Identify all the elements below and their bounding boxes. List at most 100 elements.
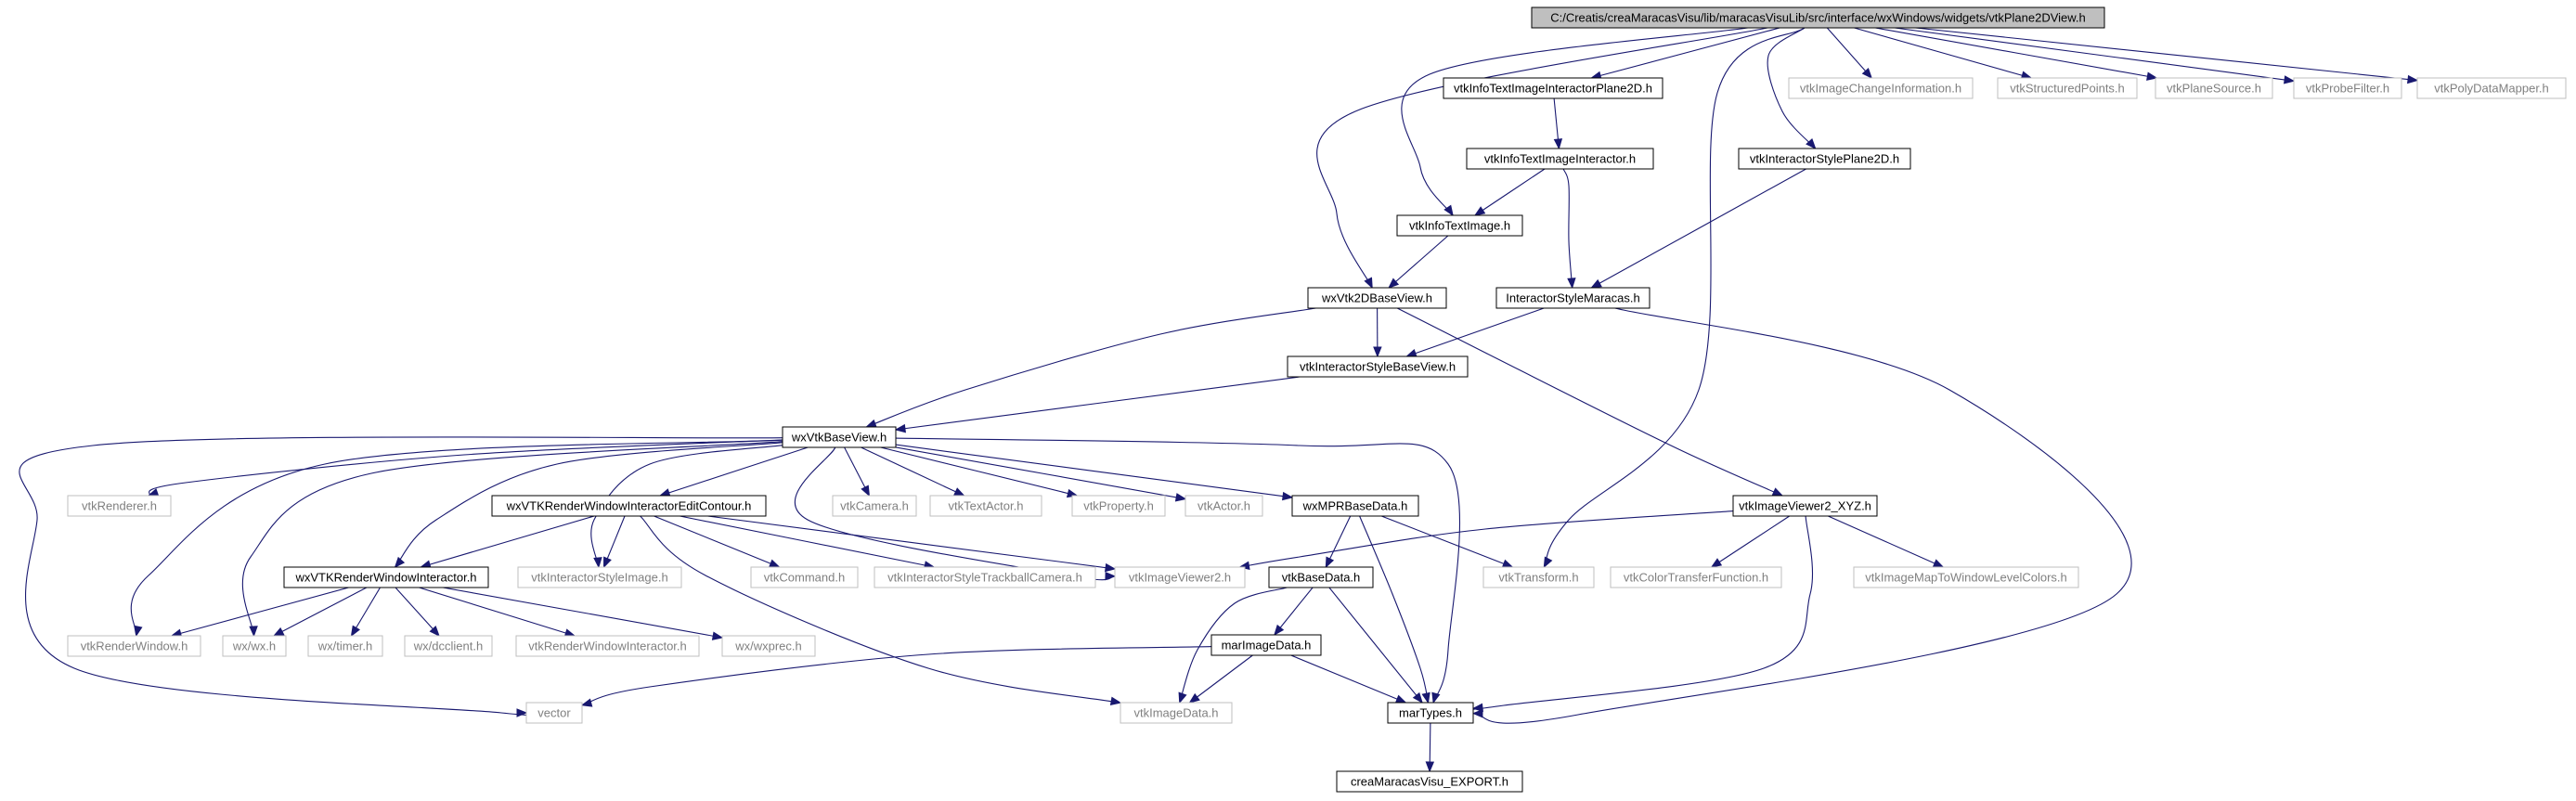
node-n_mt[interactable]: marTypes.h — [1387, 702, 1474, 724]
arrowhead-n_wvbv-to-n_wxh — [249, 626, 258, 638]
node-n_mpr[interactable]: wxMPRBaseData.h — [1291, 495, 1419, 517]
node-n_ism[interactable]: InteractorStyleMaracas.h — [1495, 287, 1650, 309]
node-label-n_ta: vtkTextActor.h — [949, 499, 1024, 513]
arrowhead-n_mpr-to-n_bd — [1325, 556, 1335, 569]
node-box-n_exp — [1336, 770, 1523, 793]
node-n_vid: vtkImageData.h — [1120, 702, 1233, 724]
edge-n_wvbv-to-n_wxh — [241, 441, 783, 637]
node-label-n_sp: vtkStructuredPoints.h — [2010, 82, 2125, 96]
node-label-n_ism: InteractorStyleMaracas.h — [1506, 291, 1640, 305]
arrowhead-n_wvbv-to-n_cam — [861, 484, 871, 497]
edge-n_rwi-to-n_rw — [171, 587, 349, 637]
node-n_cam: vtkCamera.h — [832, 495, 917, 517]
node-box-n_cmd — [750, 566, 859, 588]
node-label-n_istc: vtkInteractorStyleTrackballCamera.h — [887, 571, 1082, 585]
node-n_isi: vtkInteractorStyleImage.h — [517, 566, 682, 588]
edge-n_it-to-n_w2d — [1388, 235, 1449, 289]
edge-n_rwi-to-n_vrwi — [419, 587, 576, 637]
node-label-n_iv2x: vtkImageViewer2_XYZ.h — [1739, 499, 1871, 513]
arrowhead-n_iv2x-to-n_mt — [1471, 703, 1483, 712]
arrowhead-n_mpr-to-n_mt — [1421, 691, 1430, 704]
node-n_bd[interactable]: vtkBaseData.h — [1268, 566, 1374, 588]
node-box-n_vid — [1120, 702, 1233, 724]
node-label-n_rw: vtkRenderWindow.h — [81, 640, 188, 653]
edge-root-to-n_pdm — [1915, 27, 2418, 82]
edge-n_wvbv-to-n_rwiec — [660, 446, 809, 497]
node-box-n_timer — [307, 635, 383, 657]
node-n_act: vtkActor.h — [1184, 495, 1263, 517]
node-label-n_vid: vtkImageData.h — [1133, 706, 1218, 720]
node-label-n_vec: vector — [537, 706, 571, 720]
node-n_iv2: vtkImageViewer2.h — [1114, 566, 1246, 588]
arrowhead-n_ism-to-n_isbv — [1405, 349, 1417, 358]
edge-n_wvbv-to-n_ta — [861, 446, 964, 497]
node-box-n_act — [1184, 495, 1263, 517]
arrowhead-n_mt-to-n_exp — [1425, 761, 1435, 773]
node-n_pdm: vtkPolyDataMapper.h — [2416, 77, 2567, 99]
node-n_isbv[interactable]: vtkInteractorStyleBaseView.h — [1287, 355, 1469, 378]
node-label-n_isbv: vtkInteractorStyleBaseView.h — [1300, 360, 1456, 374]
node-label-n_wvbv: wxVtkBaseView.h — [791, 431, 887, 445]
node-box-n_w2d — [1307, 287, 1447, 309]
node-n_iv2x[interactable]: vtkImageViewer2_XYZ.h — [1732, 495, 1878, 517]
node-n_istc: vtkInteractorStyleTrackballCamera.h — [874, 566, 1096, 588]
node-box-n_wxh — [222, 635, 287, 657]
arrowhead-n_iti-to-n_it — [1473, 206, 1486, 216]
edges-layer — [19, 27, 2419, 773]
arrowhead-n_w2d-to-n_iv2x — [1771, 487, 1784, 497]
node-n_wvbv[interactable]: wxVtkBaseView.h — [782, 426, 897, 448]
edge-n_wvbv-to-n_isi — [590, 445, 783, 568]
node-label-n_prop: vtkProperty.h — [1083, 499, 1154, 513]
arrowhead-n_wvbv-to-n_act — [1174, 493, 1187, 502]
edge-root-to-n_sp — [1854, 27, 2032, 79]
node-label-n_exp: creaMaracasVisu_EXPORT.h — [1351, 775, 1508, 789]
edge-n_wvbv-to-n_mpr — [895, 444, 1293, 498]
edge-n_wvbv-to-n_rwi — [395, 442, 783, 568]
node-label-n_ps: vtkPlaneSource.h — [2167, 82, 2261, 96]
node-label-n_isi: vtkInteractorStyleImage.h — [531, 571, 667, 585]
edge-n_rwi-to-n_dc — [395, 587, 440, 637]
node-label-root: C:/Creatis/creaMaracasVisu/lib/maracasVi… — [1550, 11, 2086, 25]
node-n_imwl: vtkImageMapToWindowLevelColors.h — [1853, 566, 2079, 588]
node-n_iti[interactable]: vtkInfoTextImageInteractor.h — [1466, 148, 1654, 170]
arrowhead-root-to-n_ps — [2146, 71, 2158, 81]
node-label-n_rwiec: wxVTKRenderWindowInteractorEditContour.h — [506, 499, 752, 513]
node-n_w2d[interactable]: wxVtk2DBaseView.h — [1307, 287, 1447, 309]
node-root[interactable]: C:/Creatis/creaMaracasVisu/lib/maracasVi… — [1531, 6, 2105, 29]
node-n_itp2d[interactable]: vtkInfoTextImageInteractorPlane2D.h — [1443, 77, 1663, 99]
arrowhead-n_rwi-to-n_prec — [711, 631, 724, 640]
arrowhead-n_bd-to-n_mt — [1412, 691, 1423, 704]
edge-root-to-n_ps — [1875, 27, 2157, 79]
node-box-n_iv2x — [1732, 495, 1878, 517]
node-label-n_pdm: vtkPolyDataMapper.h — [2434, 82, 2549, 96]
arrowhead-n_rwiec-to-n_iv2 — [1105, 562, 1117, 573]
edge-n_wvbv-to-n_prop — [880, 446, 1078, 497]
arrowhead-n_wvbv-to-n_ta — [953, 487, 965, 497]
node-n_it[interactable]: vtkInfoTextImage.h — [1396, 214, 1523, 237]
edge-n_bd-to-n_vid — [1179, 587, 1288, 704]
arrowhead-n_w2d-to-n_wvbv — [865, 419, 877, 428]
node-box-n_isp2d — [1738, 148, 1911, 170]
edge-n_iti-to-n_it — [1474, 168, 1546, 216]
node-n_mid[interactable]: marImageData.h — [1210, 634, 1322, 656]
node-box-n_sp — [1997, 77, 2138, 99]
node-n_exp[interactable]: creaMaracasVisu_EXPORT.h — [1336, 770, 1523, 793]
arrowhead-n_wvbv-to-n_rw — [134, 625, 143, 638]
node-label-n_imwl: vtkImageMapToWindowLevelColors.h — [1865, 571, 2066, 585]
arrowhead-n_mid-to-n_vec — [580, 698, 593, 707]
node-n_rwi[interactable]: wxVTKRenderWindowInteractor.h — [283, 566, 489, 588]
edge-n_wvbv-to-n_iv2 — [794, 446, 1116, 581]
node-box-n_wvbv — [782, 426, 897, 448]
node-box-n_ici — [1788, 77, 1974, 99]
node-box-n_mpr — [1291, 495, 1419, 517]
arrowhead-root-to-n_it — [1443, 204, 1454, 217]
node-n_rwiec[interactable]: wxVTKRenderWindowInteractorEditContour.h — [491, 495, 767, 517]
node-n_isp2d[interactable]: vtkInteractorStylePlane2D.h — [1738, 148, 1911, 170]
edge-n_iv2x-to-n_iv2 — [1239, 510, 1734, 568]
node-box-n_isbv — [1287, 355, 1469, 378]
edge-root-to-n_itp2d — [1591, 27, 1780, 79]
arrowhead-root-to-n_pdm — [2407, 74, 2419, 84]
edge-n_isbv-to-n_wvbv — [895, 376, 1301, 431]
node-box-n_cam — [832, 495, 917, 517]
arrowhead-root-to-n_isp2d — [1806, 138, 1817, 150]
